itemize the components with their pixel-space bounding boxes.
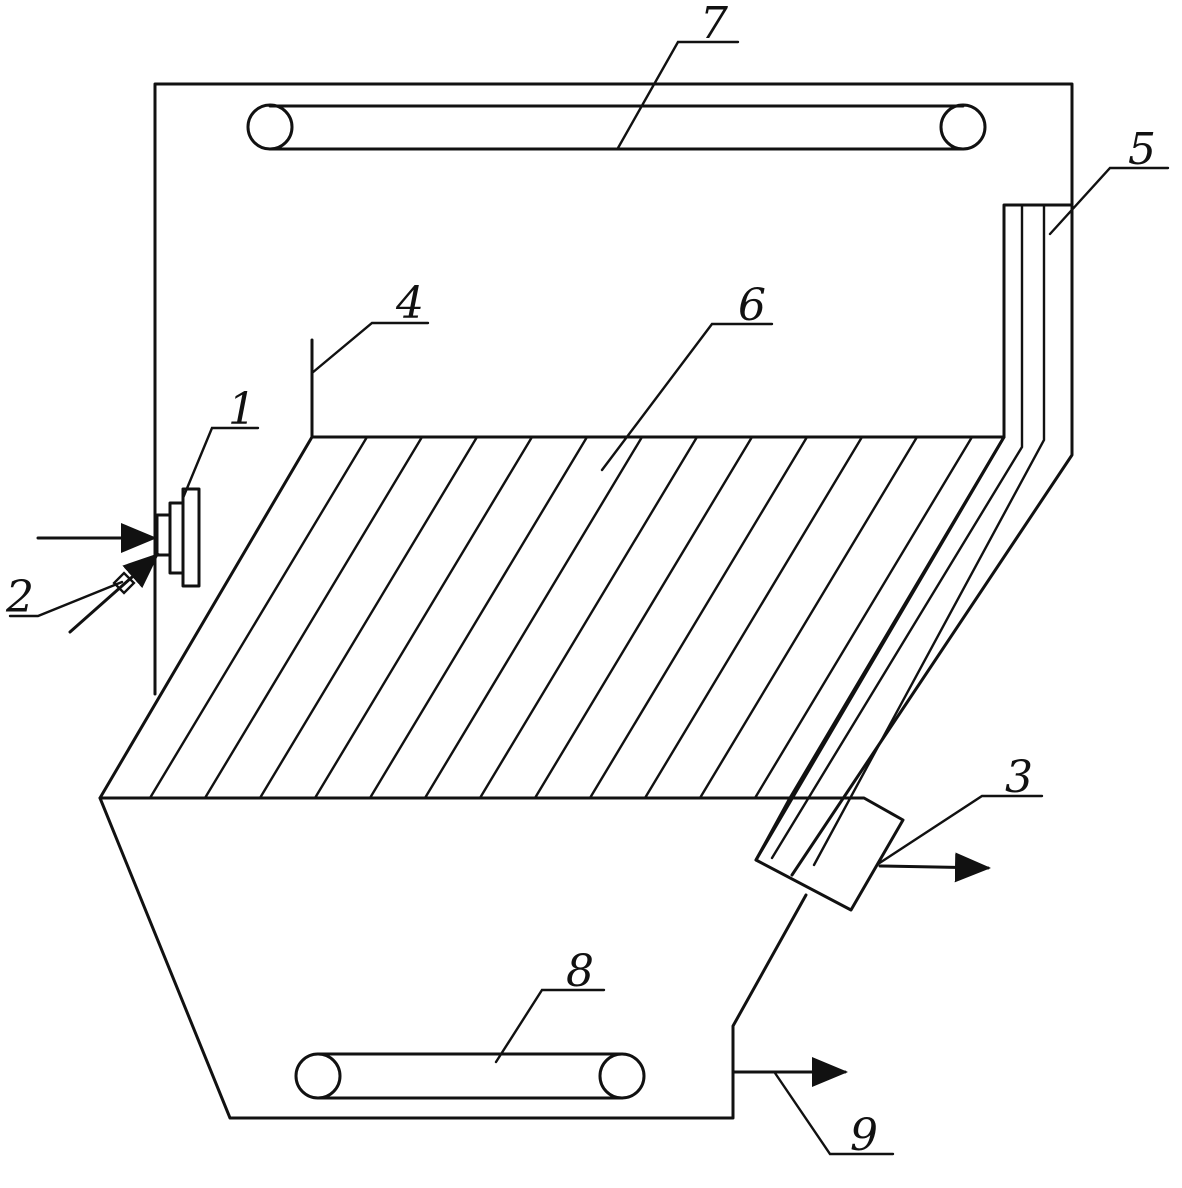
- callout-1: 1: [228, 384, 256, 435]
- valve-icon: [112, 571, 136, 595]
- callout-7: 7: [700, 0, 728, 49]
- outlet-box: [754, 796, 905, 912]
- top-belt-conveyor: [246, 103, 987, 151]
- lower-hopper: [98, 796, 808, 1120]
- hatched-bed: [98, 435, 1006, 800]
- feed-arrow: [68, 553, 160, 634]
- bottom-belt-conveyor: [294, 1052, 646, 1100]
- callout-4: 4: [395, 278, 424, 329]
- inclined-chute: [754, 203, 1074, 877]
- nozzle-block: [155, 487, 201, 588]
- leader-lines: [8, 40, 1170, 1156]
- callout-2: 2: [5, 572, 34, 623]
- callout-6: 6: [738, 280, 766, 331]
- callout-5: 5: [1128, 124, 1156, 175]
- upper-chamber: [153, 82, 1074, 696]
- outlet-arrow: [878, 852, 991, 883]
- callout-8: 8: [566, 946, 594, 997]
- callout-3: 3: [1005, 752, 1033, 803]
- callout-9: 9: [850, 1110, 878, 1161]
